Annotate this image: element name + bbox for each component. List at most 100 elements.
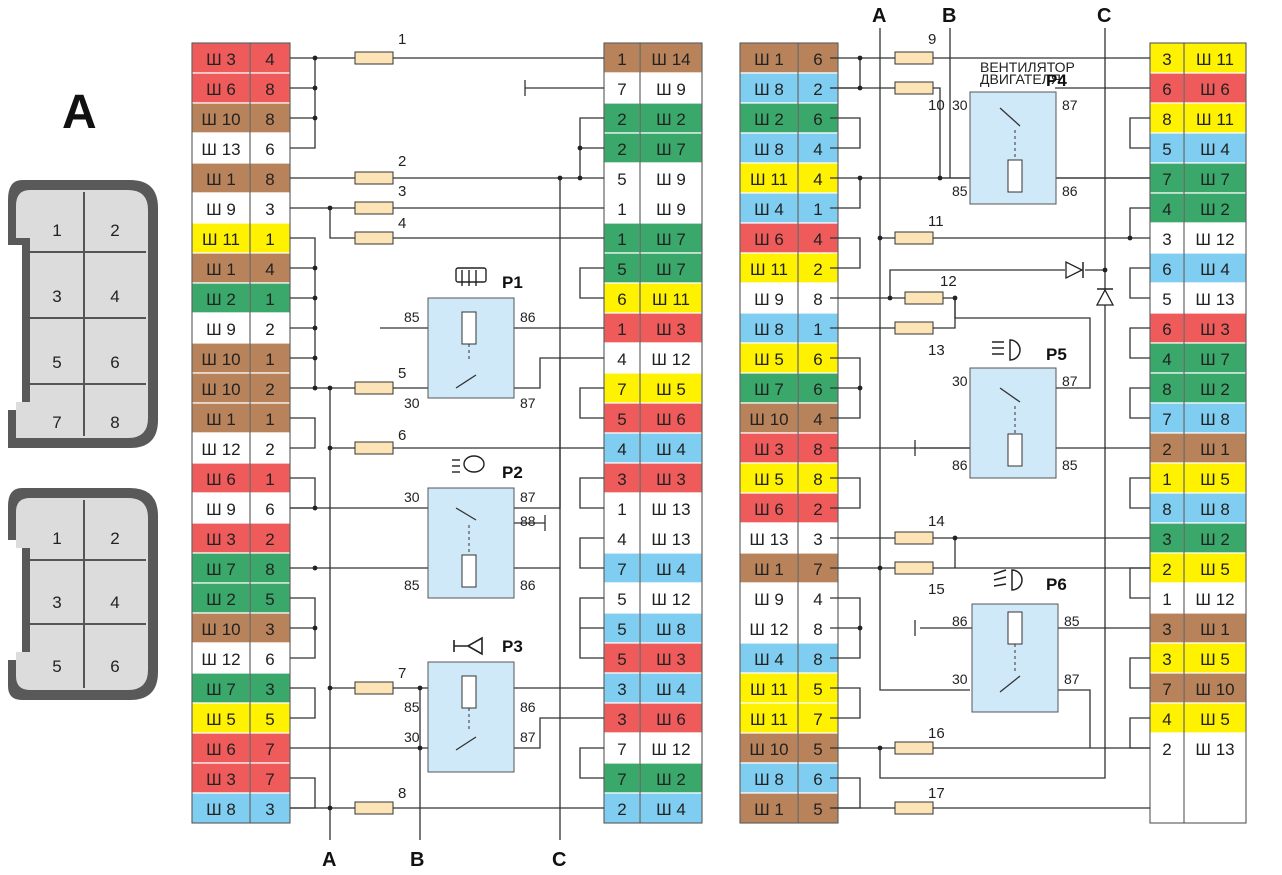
terminal-cell-b: 8 xyxy=(265,110,274,129)
terminal-cell-bg xyxy=(249,642,291,674)
terminal-cell-bg xyxy=(739,432,799,464)
terminal-cell-a: 1 xyxy=(617,230,626,249)
terminal-cell-a: Ш 6 xyxy=(754,230,784,249)
horn-icon xyxy=(453,636,483,656)
pin-86: 86 xyxy=(952,457,968,473)
terminal-cell-bg xyxy=(639,192,703,224)
terminal-cell-a: 5 xyxy=(617,650,626,669)
fuse-label-12: 12 xyxy=(940,273,957,290)
terminal-cell-b: 3 xyxy=(813,530,822,549)
terminal-cell-a: Ш 9 xyxy=(754,590,784,609)
terminal-cell-bg xyxy=(249,492,291,524)
fuse-label-11: 11 xyxy=(928,213,944,230)
terminal-cell-a: 4 xyxy=(1162,200,1171,219)
fuse-8 xyxy=(354,801,394,815)
terminal-cell-b: Ш 13 xyxy=(1195,290,1234,309)
terminal-cell-b: 8 xyxy=(813,440,822,459)
pin-85: 85 xyxy=(1064,613,1080,629)
terminal-cell-b: Ш 12 xyxy=(651,350,690,369)
terminal-cell-b: 2 xyxy=(813,80,822,99)
terminal-cell-b: Ш 11 xyxy=(1196,50,1234,69)
relay-p4: ВЕНТИЛЯТОР ДВИГАТЕЛЯ P4 30 87 85 86 xyxy=(952,59,1078,205)
terminal-cell-b: Ш 6 xyxy=(656,410,686,429)
terminal-cell-b: Ш 8 xyxy=(656,620,686,639)
terminal-cell-a: Ш 9 xyxy=(206,500,236,519)
terminal-cell-bg xyxy=(639,762,703,794)
terminal-cell-b: Ш 5 xyxy=(1200,470,1230,489)
terminal-cell-b: Ш 12 xyxy=(651,590,690,609)
fuse-1 xyxy=(354,51,394,65)
terminal-cell-b: 5 xyxy=(265,590,274,609)
terminal-cell-a: Ш 1 xyxy=(206,170,236,189)
bus-labels: A B C A B C xyxy=(322,5,1111,871)
terminal-cell-bg xyxy=(191,282,251,314)
terminal-cell-b: Ш 6 xyxy=(1200,80,1230,99)
terminal-cell-b: 5 xyxy=(813,740,822,759)
bus-label-c-bottom: C xyxy=(552,849,566,871)
terminal-cell-a: Ш 5 xyxy=(754,470,784,489)
terminal-cell-a: Ш 13 xyxy=(749,530,788,549)
terminal-cell-bg xyxy=(191,762,251,794)
terminal-cell-a: Ш 1 xyxy=(206,410,236,429)
terminal-cell-a: 1 xyxy=(617,200,626,219)
terminal-cell-a: Ш 13 xyxy=(201,140,240,159)
terminal-cell-b: Ш 13 xyxy=(651,500,690,519)
pin-86: 86 xyxy=(520,699,536,715)
fuse-14 xyxy=(894,531,934,545)
terminal-cell-b: Ш 3 xyxy=(1200,320,1230,339)
pin-3: 3 xyxy=(52,593,61,612)
terminal-cell-a: Ш 10 xyxy=(201,350,240,369)
fuse-numbers: 1 2 3 4 5 6 7 8 9 10 11 12 13 14 15 16 1… xyxy=(398,31,957,802)
terminal-cell-b: Ш 5 xyxy=(1200,710,1230,729)
terminal-cell-a: Ш 2 xyxy=(206,290,236,309)
terminal-cell-a: Ш 6 xyxy=(206,470,236,489)
terminal-cell-a: Ш 9 xyxy=(206,320,236,339)
terminal-cell-a: Ш 8 xyxy=(206,800,236,819)
rear-defrost-icon xyxy=(455,267,487,286)
terminal-cell-bg xyxy=(639,252,703,284)
terminal-cell-b: 8 xyxy=(813,290,822,309)
terminal-cell-a: 7 xyxy=(617,380,626,399)
pin-87: 87 xyxy=(1062,97,1078,113)
terminal-cell-a: 6 xyxy=(1162,80,1171,99)
terminal-cell-b: Ш 9 xyxy=(656,200,686,219)
terminal-cell-bg xyxy=(1183,762,1247,794)
terminal-row: 4 Ш 12 xyxy=(603,342,703,374)
pin-85: 85 xyxy=(404,577,420,593)
terminal-row: Ш 13 3 xyxy=(739,522,839,554)
terminal-cell-a: 4 xyxy=(617,350,626,369)
terminal-cell-a: Ш 8 xyxy=(754,770,784,789)
terminal-cell-a: 3 xyxy=(1162,230,1171,249)
terminal-cell-b: Ш 4 xyxy=(656,560,686,579)
terminal-cell-bg xyxy=(1183,672,1247,704)
fuse-3 xyxy=(354,201,394,215)
fuse-label-16: 16 xyxy=(928,725,945,742)
terminal-column-frame xyxy=(1149,42,1247,824)
terminal-cell-b: Ш 10 xyxy=(1195,680,1234,699)
pin-85: 85 xyxy=(404,699,420,715)
terminal-cell-bg xyxy=(249,222,291,254)
terminal-cell-b: 3 xyxy=(265,800,274,819)
connector-6-pin: 1 2 3 4 5 6 xyxy=(8,488,158,700)
terminal-cell-b: 4 xyxy=(265,50,274,69)
